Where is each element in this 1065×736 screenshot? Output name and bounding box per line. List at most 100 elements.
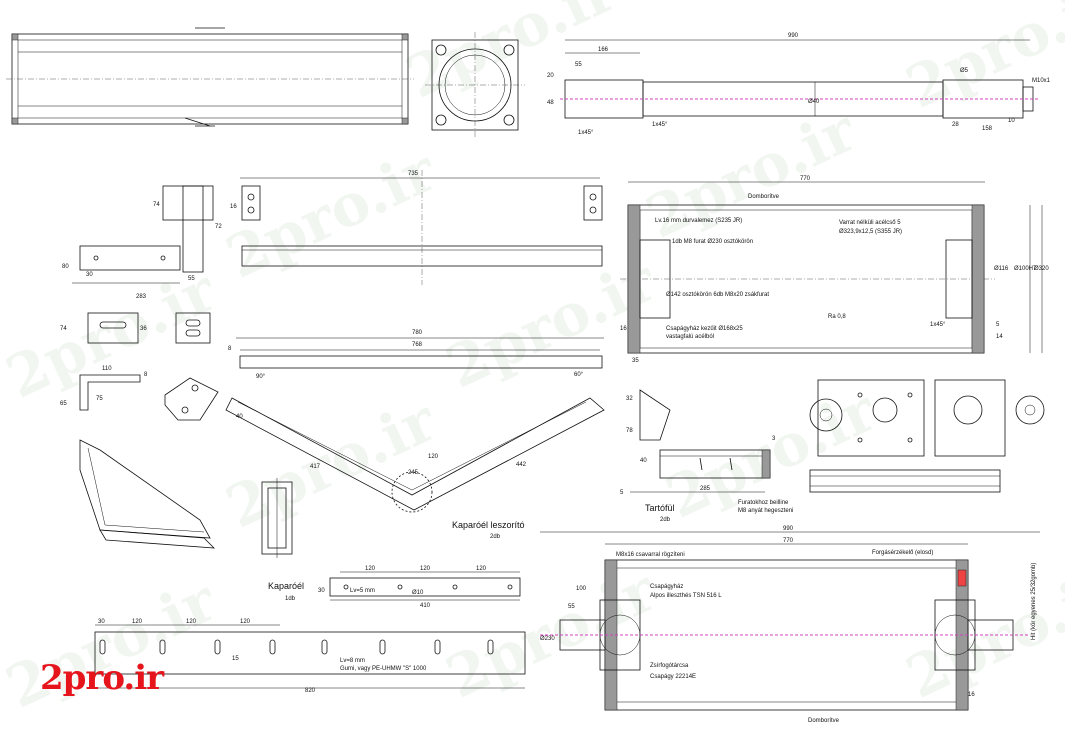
bearing-plates	[809, 379, 1045, 493]
dim-rubber-120c: 120	[240, 619, 251, 625]
drum-section: 770 Domborítve Lv.16 mm durvalemez (S235…	[620, 176, 1049, 364]
dim-assembly-990: 990	[783, 526, 794, 532]
dim-holder-32: 32	[626, 396, 633, 402]
dim-blade-120b: 120	[420, 566, 431, 572]
dim-clamp-60: 60°	[574, 372, 584, 378]
assembly-note-7: Domborítve	[808, 718, 840, 724]
dim-clamp-768: 768	[412, 342, 423, 348]
angle-bracket: 74 72 80 30 55 283 74 36 110 8 65 75	[60, 185, 222, 421]
dim-shaft-chamfer1: 1x45°	[578, 130, 594, 136]
dim-shaft-55: 55	[575, 62, 582, 68]
assembly-note-1: M8x16 csavarral rögzíteni	[616, 552, 685, 558]
dim-shaft-thread: M10x1	[1032, 78, 1051, 84]
blade-drawing: Kaparóél 1db 120 120 120 Lv=5 mm Ø10 30 …	[268, 566, 521, 609]
scraper-clamp: 780 768 8 40 417 442 245 120 90° 60° Kap…	[225, 330, 605, 540]
assembly-right-note: Hit (kör egyenes 25/32gomb)	[1031, 563, 1037, 640]
dim-clamp-442: 442	[516, 462, 527, 468]
assembly-note-2: Csapágyház	[650, 584, 683, 590]
drum-note-7: vastagfalú acélból	[666, 334, 714, 340]
rubber-strip: 30 120 120 120 15 Lv=8 mm Gumi, vagy PE-…	[94, 619, 526, 694]
dim-shaft-dia5: Ø5	[960, 68, 969, 74]
dim-blade-30: 30	[318, 588, 325, 594]
drum-note-2: 1db M8 furat Ø230 osztókörön	[672, 239, 753, 245]
dim-bracket-36: 36	[140, 326, 147, 332]
dim-drum-14: 14	[996, 334, 1003, 340]
dim-clamp-245: 245	[408, 470, 419, 476]
dim-shaft-10: 10	[1008, 118, 1015, 124]
dim-clamp-417: 417	[310, 464, 321, 470]
assembly-note-3: Alpos illeszthés TSN 516 L	[650, 593, 722, 599]
dim-drum-dia100: Ø100H7	[1014, 266, 1037, 272]
dim-rubber-30: 30	[98, 619, 105, 625]
dim-holder-78: 78	[626, 428, 633, 434]
assembly-note-6: Forgásérzékelő (elosd)	[872, 550, 933, 556]
drum-note-4: Ø323,9x12,5 (S355 JR)	[839, 229, 902, 235]
dim-shaft-chamfer2: 1x45°	[652, 122, 668, 128]
dim-drum-ra: Ra 0,8	[828, 314, 846, 320]
dim-assembly-55: 55	[568, 604, 575, 610]
scraper-clamp-qty: 2db	[490, 534, 501, 540]
dim-rubber-820: 820	[305, 688, 316, 694]
dim-shaft-28: 28	[952, 122, 959, 128]
dim-drum-dia116: Ø116	[994, 266, 1009, 272]
blade-title: Kaparóél	[268, 581, 304, 591]
dim-bracket-65: 65	[60, 401, 67, 407]
holder-qty: 2db	[660, 517, 671, 523]
blade-thickness: Lv=5 mm	[350, 588, 375, 594]
dim-drum-770: 770	[800, 176, 811, 182]
dim-drum-5: 5	[996, 322, 1000, 328]
dim-blade-410: 410	[420, 603, 431, 609]
long-bar: 735 16	[230, 170, 603, 285]
dim-bracket-110: 110	[102, 366, 112, 372]
holder-note-2: M8 anyát hegeszteni	[738, 508, 793, 514]
dim-bar-735: 735	[408, 171, 419, 177]
dim-drum-dia320: Ø320	[1034, 266, 1049, 272]
dim-bracket-80: 80	[62, 264, 69, 270]
holder-note-1: Furatokhoz beilline	[738, 500, 789, 506]
dim-rubber-120a: 120	[132, 619, 143, 625]
dim-bracket-283: 283	[136, 294, 147, 300]
dim-drum-chamfer: 1x45°	[930, 322, 946, 328]
dim-rubber-120b: 120	[186, 619, 197, 625]
dim-rubber-15: 15	[232, 656, 239, 662]
dim-assembly-dia: Ø230	[540, 636, 555, 642]
drum-note-1: Lv.16 mm durvalemez (S235 JR)	[655, 218, 742, 224]
dim-assembly-770: 770	[783, 538, 794, 544]
dim-shaft-48: 48	[547, 100, 554, 106]
drum-note-3: Varrat nélküli acélcső 5	[839, 220, 901, 226]
dim-bar-16: 16	[230, 204, 237, 210]
assembly-drawing: 990 770 M8x16 csavarral rögzíteni Forgás…	[540, 526, 1040, 724]
rubber-material: Gumi, vagy PE-UHMW "S" 1000	[340, 666, 427, 672]
dim-holder-5: 5	[620, 490, 624, 496]
drum-note-5: Ø142 osztókörön 6db M8x20 zsákfurat	[666, 292, 769, 298]
dim-clamp-8: 8	[228, 346, 232, 352]
assembly-note-5: Csapágy 22214E	[650, 674, 696, 680]
dim-shaft-overall: 990	[788, 33, 799, 39]
clamp-3d-view	[79, 439, 216, 549]
dim-shaft-20: 20	[547, 73, 554, 79]
scraper-clamp-title: Kaparóél leszorító	[452, 520, 525, 530]
dim-assembly-100: 100	[576, 586, 587, 592]
drum-note-6: Csapágyház kezűit Ø168x25	[666, 326, 743, 332]
dim-bracket-30: 30	[86, 272, 93, 278]
dim-holder-3: 3	[772, 436, 776, 442]
holder-drawing: 32 78 40 3 5 285 Furatokhoz beilline M8 …	[620, 389, 793, 523]
dim-blade-120a: 120	[365, 566, 376, 572]
dim-drum-35: 35	[632, 358, 639, 364]
dim-bracket-8: 8	[144, 372, 148, 378]
dim-shaft-dia40: Ø40	[808, 99, 820, 105]
dim-bracket-72: 72	[215, 224, 222, 230]
dim-drum-16: 16	[620, 326, 627, 332]
site-logo[interactable]: 2pro.ir	[40, 658, 164, 698]
dim-bracket-74b: 74	[60, 326, 67, 332]
dim-clamp-40: 40	[236, 414, 243, 420]
dim-bracket-55: 55	[188, 276, 195, 282]
rubber-thickness: Lv=8 mm	[340, 658, 365, 664]
dim-clamp-90: 90°	[256, 374, 266, 380]
flange-plate	[425, 32, 525, 138]
dim-bracket-74: 74	[153, 202, 160, 208]
shaft-drawing: 990 166 55 20 48 Ø40 Ø5 M10x1 10 28 158 …	[547, 33, 1051, 136]
assembly-note-4: Zsírfogótárcsa	[650, 663, 689, 669]
dim-holder-40: 40	[640, 458, 647, 464]
